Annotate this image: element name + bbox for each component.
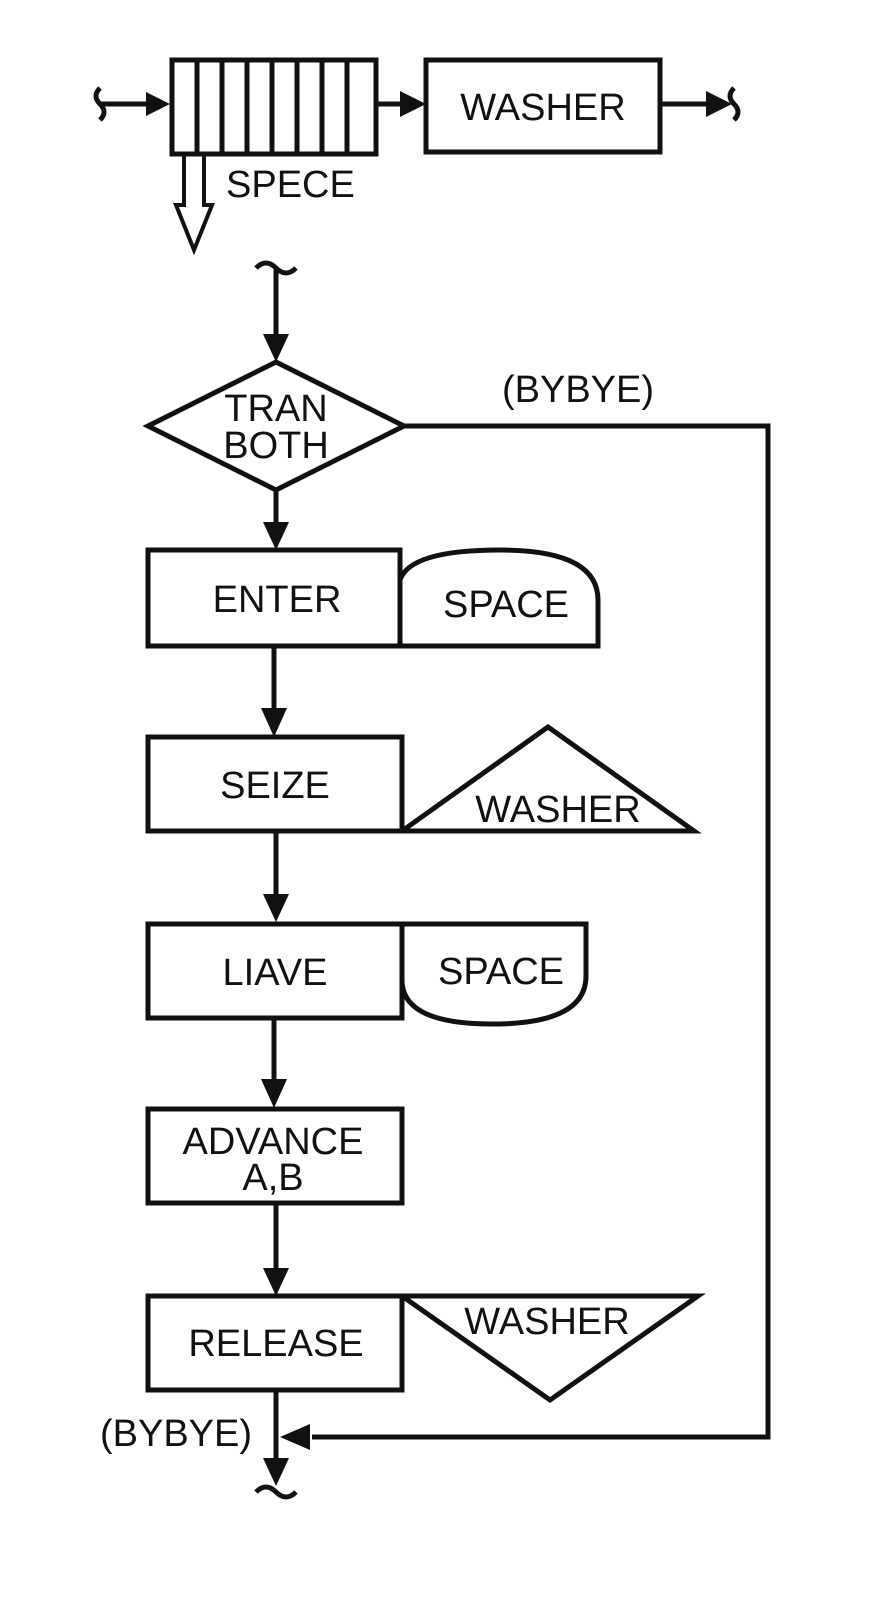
top-model: WASHER SPECE	[93, 57, 741, 256]
outgoing-break-mark	[727, 86, 741, 122]
advance-block-label-line1: ADVANCE	[183, 1121, 364, 1163]
seize-facility-triangle	[394, 723, 702, 834]
seize-to-leave-arrowhead	[263, 894, 289, 922]
advance-block	[145, 1106, 405, 1206]
enter-to-seize-arrowhead	[261, 708, 287, 737]
bybye-branch-label: (BYBYE)	[502, 369, 654, 411]
release-exit-arrowhead	[263, 1458, 289, 1486]
exit-label: (BYBYE)	[100, 1413, 252, 1455]
release-block-label: RELEASE	[188, 1323, 363, 1365]
enter-storage-shape	[397, 547, 601, 649]
incoming-arrowhead	[146, 92, 170, 116]
flowchart: TRAN BOTH (BYBYE) ENTER SPACE SEIZE WASH…	[100, 260, 771, 1500]
enter-block-label: ENTER	[213, 579, 342, 621]
leave-storage-shape	[399, 921, 589, 1027]
seize-facility-label: WASHER	[475, 789, 640, 831]
transfer-label-line1: TRAN	[224, 388, 327, 430]
leave-storage-label: SPACE	[438, 951, 564, 993]
bybye-branch-arrowhead	[280, 1424, 310, 1450]
release-facility-label: WASHER	[464, 1301, 629, 1343]
enter-storage-label: SPACE	[443, 584, 569, 626]
outgoing-arrowhead	[706, 91, 732, 117]
washer-facility-box	[423, 57, 663, 155]
enter-block	[145, 547, 403, 649]
seize-block-label: SEIZE	[220, 765, 330, 807]
queue-to-washer-arrowhead	[400, 91, 426, 117]
leave-block-label: LIAVE	[223, 952, 328, 994]
washer-facility-label: WASHER	[460, 87, 625, 129]
leave-to-advance-arrowhead	[261, 1079, 287, 1108]
bybye-branch-line	[312, 423, 771, 1440]
advance-to-release-arrowhead	[263, 1268, 289, 1296]
entry-arrowhead	[263, 334, 289, 362]
transfer-to-enter-arrowhead	[263, 522, 289, 550]
queue-hollow-arrow	[173, 156, 215, 256]
transfer-label-line2: BOTH	[223, 425, 329, 467]
queue-box	[169, 57, 379, 157]
advance-block-label-line2: A,B	[242, 1157, 303, 1199]
queue-label: SPECE	[226, 164, 355, 206]
seize-block	[145, 734, 405, 834]
exit-break-mark	[254, 1484, 298, 1500]
release-facility-triangle	[394, 1293, 706, 1404]
